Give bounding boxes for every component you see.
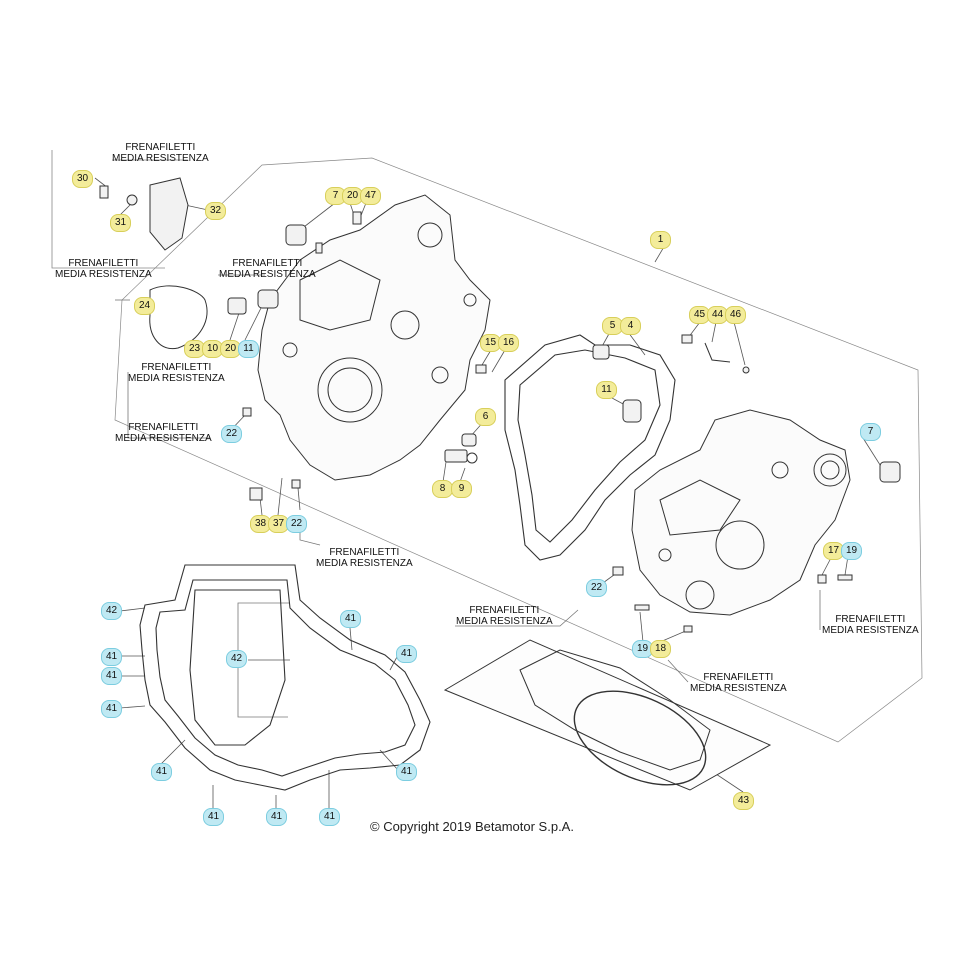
note-line-2: MEDIA RESISTENZA: [316, 558, 413, 569]
note-line-2: MEDIA RESISTENZA: [112, 153, 209, 164]
note-line-2: MEDIA RESISTENZA: [456, 616, 553, 627]
thread-lock-note-top: FRENAFILETTI MEDIA RESISTENZA: [112, 142, 209, 164]
assembly-outline: [114, 157, 923, 743]
part-callout-46[interactable]: 46: [725, 306, 746, 324]
part-callout-32[interactable]: 32: [205, 202, 226, 220]
note-line-1: FRENAFILETTI: [703, 672, 774, 683]
part-callout-41b[interactable]: 41: [101, 667, 122, 685]
right-crankcase-half: [631, 409, 851, 616]
note-line-1: FRENAFILETTI: [128, 422, 199, 433]
thread-lock-note-bottom-right: FRENAFILETTI MEDIA RESISTENZA: [690, 672, 787, 694]
part-callout-7b[interactable]: 7: [860, 423, 881, 441]
part-callout-4[interactable]: 4: [620, 317, 641, 335]
part-callout-22c[interactable]: 22: [586, 579, 607, 597]
part-callout-42b[interactable]: 42: [226, 650, 247, 668]
note-line-2: MEDIA RESISTENZA: [128, 373, 225, 384]
part-callout-22b[interactable]: 22: [286, 515, 307, 533]
part-callout-22[interactable]: 22: [221, 425, 242, 443]
note-line-1: FRENAFILETTI: [125, 142, 196, 153]
part-callout-42[interactable]: 42: [101, 602, 122, 620]
part-callout-41g[interactable]: 41: [396, 763, 417, 781]
part-callout-41f[interactable]: 41: [151, 763, 172, 781]
part-callout-43[interactable]: 43: [733, 792, 754, 810]
part-callout-18[interactable]: 18: [650, 640, 671, 658]
part-callout-11[interactable]: 11: [238, 340, 259, 358]
thread-lock-note-right: FRENAFILETTI MEDIA RESISTENZA: [822, 614, 919, 636]
note-line-1: FRENAFILETTI: [835, 614, 906, 625]
part-callout-9[interactable]: 9: [451, 480, 472, 498]
part-callout-47[interactable]: 47: [360, 187, 381, 205]
small-parts: [99, 177, 901, 633]
part-callout-24[interactable]: 24: [134, 297, 155, 315]
part-callout-1[interactable]: 1: [650, 231, 671, 249]
part-callout-41d[interactable]: 41: [340, 610, 361, 628]
note-line-1: FRENAFILETTI: [232, 258, 303, 269]
part-callout-19[interactable]: 19: [841, 542, 862, 560]
thread-lock-note-center-right: FRENAFILETTI MEDIA RESISTENZA: [456, 605, 553, 627]
part-callout-8[interactable]: 8: [432, 480, 453, 498]
part-callout-16[interactable]: 16: [498, 334, 519, 352]
thread-lock-note-mid: FRENAFILETTI MEDIA RESISTENZA: [128, 362, 225, 384]
part-callout-44[interactable]: 44: [707, 306, 728, 324]
left-crankcase-half: [257, 194, 491, 481]
part-callout-41j[interactable]: 41: [319, 808, 340, 826]
part-callout-11b[interactable]: 11: [596, 381, 617, 399]
thread-lock-note-center: FRENAFILETTI MEDIA RESISTENZA: [316, 547, 413, 569]
note-line-2: MEDIA RESISTENZA: [55, 269, 152, 280]
note-line-1: FRENAFILETTI: [329, 547, 400, 558]
thread-lock-note-left-low: FRENAFILETTI MEDIA RESISTENZA: [115, 422, 212, 444]
part-callout-31[interactable]: 31: [110, 214, 131, 232]
thread-lock-note-left: FRENAFILETTI MEDIA RESISTENZA: [55, 258, 152, 280]
note-line-1: FRENAFILETTI: [141, 362, 212, 373]
note-line-1: FRENAFILETTI: [68, 258, 139, 269]
thread-lock-note-mid-top: FRENAFILETTI MEDIA RESISTENZA: [219, 258, 316, 280]
note-line-2: MEDIA RESISTENZA: [822, 625, 919, 636]
part-callout-41h[interactable]: 41: [203, 808, 224, 826]
part-callout-41a[interactable]: 41: [101, 648, 122, 666]
part-callout-41e[interactable]: 41: [396, 645, 417, 663]
part-callout-41i[interactable]: 41: [266, 808, 287, 826]
note-line-2: MEDIA RESISTENZA: [115, 433, 212, 444]
cover-gasket-board: [443, 639, 772, 791]
note-line-1: FRENAFILETTI: [469, 605, 540, 616]
part-callout-30[interactable]: 30: [72, 170, 93, 188]
part-callout-6[interactable]: 6: [475, 408, 496, 426]
crankcase-base-gasket: [139, 564, 431, 791]
copyright-notice: © Copyright 2019 Betamotor S.p.A.: [370, 819, 574, 834]
note-line-2: MEDIA RESISTENZA: [690, 683, 787, 694]
note-line-2: MEDIA RESISTENZA: [219, 269, 316, 280]
part-callout-41c[interactable]: 41: [101, 700, 122, 718]
